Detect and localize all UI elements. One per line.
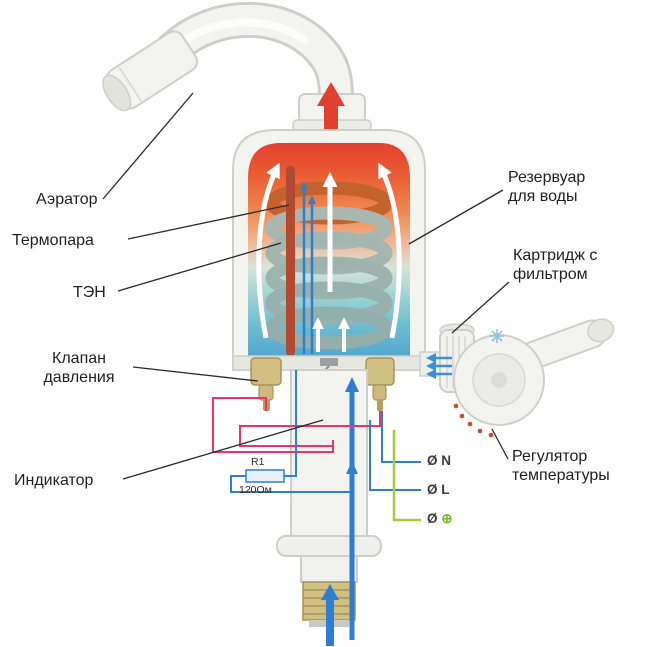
label-cartridge-line1: Картридж с bbox=[513, 247, 598, 264]
resistor-name: R1 bbox=[251, 456, 265, 468]
terminal-ground: Ø ⊕ bbox=[427, 511, 453, 527]
valve-right bbox=[365, 357, 395, 411]
label-regulator: Регулятор температуры bbox=[512, 447, 610, 485]
label-regulator-line2: температуры bbox=[512, 467, 610, 484]
resistor-symbol bbox=[245, 469, 285, 483]
wiring bbox=[212, 370, 421, 522]
terminal-neutral: Ø N bbox=[427, 453, 452, 468]
label-aerator: Аэратор bbox=[36, 191, 98, 208]
label-thermocouple: Термопара bbox=[12, 232, 94, 249]
aerator-head bbox=[102, 30, 199, 112]
cold-water-inlet bbox=[321, 377, 359, 646]
label-pressure-valve-line2: давления bbox=[43, 369, 115, 386]
label-reservoir-line1: Резервуар bbox=[508, 169, 586, 186]
label-heater: ТЭН bbox=[73, 284, 106, 301]
cold-snowflake-icon bbox=[490, 329, 504, 343]
label-reservoir-line2: для воды bbox=[508, 188, 578, 205]
faucet-spout bbox=[102, 1, 354, 116]
hot-marks-icon bbox=[453, 403, 494, 438]
filter-inlet-arrows bbox=[426, 353, 452, 379]
terminal-ground-prefix: Ø bbox=[427, 511, 438, 526]
label-indicator: Индикатор bbox=[14, 472, 94, 489]
label-cartridge: Картридж с фильтром bbox=[513, 246, 597, 284]
thermocouple-tube bbox=[286, 166, 295, 356]
label-reservoir: Резервуар для воды bbox=[508, 168, 585, 206]
label-pressure-valve-line1: Клапан bbox=[52, 350, 106, 367]
hot-water-arrow bbox=[317, 82, 345, 136]
resistor-value: 120Ом bbox=[239, 484, 272, 496]
label-cartridge-line2: фильтром bbox=[513, 266, 588, 283]
ground-symbol-icon: ⊕ bbox=[441, 511, 453, 526]
callout-lines bbox=[102, 92, 510, 480]
temperature-regulator bbox=[453, 318, 615, 438]
circulation-arrows bbox=[256, 162, 402, 352]
label-regulator-line1: Регулятор bbox=[512, 448, 588, 465]
terminal-line: Ø L bbox=[427, 482, 450, 497]
label-pressure-valve: Клапан давления bbox=[38, 349, 120, 387]
